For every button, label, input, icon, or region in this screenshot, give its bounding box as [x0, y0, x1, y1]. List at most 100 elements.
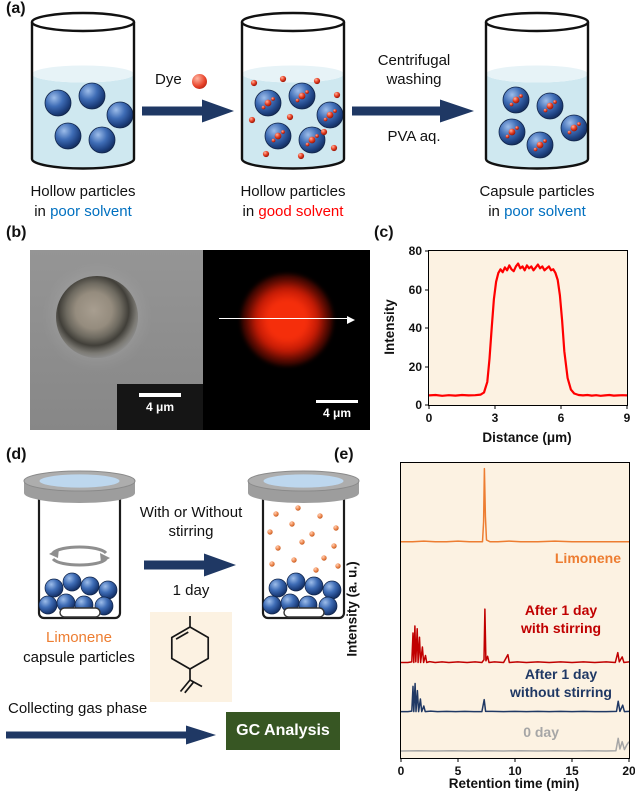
- stirring-line: stirring: [168, 522, 214, 540]
- scale-label: 4 μm: [322, 406, 352, 420]
- scale-bar: [316, 399, 358, 403]
- beaker-caption-3: Capsule particles in poor solvent: [462, 182, 612, 222]
- capsule-particles-word: capsule particles: [23, 648, 135, 666]
- x-tick-mark: [628, 758, 630, 762]
- x-tick-0: 0: [425, 411, 433, 425]
- panel-e-label: (e): [334, 446, 354, 463]
- collect-gas-label: Collecting gas phase: [8, 700, 148, 717]
- trace-label-limonene: Limonene: [554, 550, 621, 566]
- beaker-hollow-poor-solvent: [30, 11, 136, 170]
- beaker-rim: [240, 11, 346, 33]
- y-tick-mark: [425, 404, 429, 406]
- beaker-rim: [30, 11, 136, 33]
- beaker-caption-1: Hollow particles in poor solvent: [8, 182, 158, 222]
- stir-bar: [59, 607, 101, 618]
- panel-a-label: (a): [6, 0, 26, 17]
- scale-bar: [139, 393, 181, 397]
- y-tick-40: 40: [408, 321, 422, 335]
- gc-chromatogram-chart: Intensity (a. u.) Limonene After 1 day w…: [344, 458, 635, 792]
- y-tick-mark: [425, 327, 429, 329]
- caption-line2: in good solvent: [242, 202, 344, 220]
- vial-released-gas: [247, 470, 360, 620]
- liquid-surface: [242, 65, 344, 83]
- c-x-axis-label: Distance (μm): [482, 430, 572, 445]
- arrow-head-icon: [347, 316, 355, 324]
- brightfield-inset: 4 μm: [117, 384, 203, 430]
- y-tick-mark: [425, 289, 429, 290]
- trace-after-1-day-with-stirring: [401, 608, 629, 664]
- scale-label: 4 μm: [145, 399, 175, 414]
- beaker-hollow-good-solvent: [240, 11, 346, 170]
- dye-addition-arrow: [142, 99, 234, 123]
- beaker-outline: [484, 22, 590, 170]
- trace-label-with-stirring: After 1 day with stirring: [520, 602, 602, 637]
- caption-line2: in poor solvent: [488, 202, 586, 220]
- x-tick-15: 15: [565, 764, 579, 778]
- centrifugal-washing-label: Centrifugal washing: [344, 52, 484, 90]
- trace-label-0day: 0 day: [523, 724, 559, 740]
- caption-line1: Hollow particles: [30, 183, 136, 200]
- panel-d-label: (d): [6, 446, 27, 463]
- x-tick-mark: [428, 405, 430, 409]
- x-tick-6: 6: [557, 411, 565, 425]
- dye-particle-icon: [192, 74, 207, 89]
- liquid-surface: [32, 65, 134, 83]
- e-plot-svg: [401, 467, 629, 752]
- line-scan-arrow: [219, 316, 355, 324]
- beaker-outline: [30, 22, 136, 170]
- stirring-arrows-icon: [49, 545, 110, 567]
- y-tick-mark: [425, 366, 429, 367]
- stirring-condition-label: With or Without stirring: [128, 504, 254, 542]
- x-tick-9: 9: [623, 411, 631, 425]
- caption-line2: in poor solvent: [34, 202, 132, 220]
- y-tick-mark: [425, 250, 429, 252]
- with-or-without-line: With or Without: [139, 504, 243, 521]
- x-tick-mark: [400, 758, 402, 762]
- dye-label: Dye: [155, 71, 182, 88]
- liquid-surface: [486, 65, 588, 83]
- y-tick-80: 80: [408, 244, 422, 258]
- e-x-axis-label: Retention time (min): [448, 776, 580, 791]
- fluorescent-particle: [241, 274, 333, 366]
- y-tick-60: 60: [408, 282, 422, 297]
- x-tick-mark: [626, 405, 628, 409]
- scale-bar-group: 4 μm: [314, 399, 360, 420]
- beaker-capsule-poor-solvent: [484, 11, 590, 170]
- y-tick-0: 0: [415, 398, 422, 412]
- vial-cap: [23, 470, 136, 503]
- gc-analysis-box: GC Analysis: [226, 712, 340, 750]
- jar-caption: Limonene capsule particles: [4, 628, 154, 668]
- x-tick-10: 10: [508, 764, 522, 778]
- c-y-axis-label: Intensity: [382, 299, 397, 355]
- x-tick-20: 20: [622, 764, 635, 778]
- trace-fluorescence-line-profile: [429, 262, 627, 397]
- x-tick-mark: [571, 758, 573, 762]
- collect-arrow: [6, 725, 216, 745]
- panel-b-label: (b): [6, 224, 27, 241]
- limonene-word: Limonene: [46, 629, 112, 646]
- e-y-axis-label: Intensity (a. u.): [344, 561, 360, 657]
- beaker-outline: [240, 22, 346, 170]
- particle-brightfield: [56, 276, 138, 358]
- trace-0-day: [401, 737, 629, 752]
- x-tick-mark: [494, 405, 496, 409]
- washing-arrow: [352, 99, 474, 123]
- duration-label: 1 day: [172, 582, 210, 599]
- panel-c-label: (c): [374, 224, 394, 241]
- y-tick-20: 20: [408, 359, 422, 374]
- x-tick-mark: [514, 758, 516, 762]
- beaker-caption-2: Hollow particles in good solvent: [218, 182, 368, 222]
- fluorescence-image: 4 μm: [203, 250, 370, 430]
- brightfield-image: 4 μm: [30, 250, 203, 430]
- caption-line1: Hollow particles: [240, 183, 346, 200]
- caption-line1: Capsule particles: [479, 183, 595, 200]
- stir-bar: [283, 607, 325, 618]
- pva-label: PVA aq.: [387, 128, 441, 145]
- centrifugal-line: Centrifugal: [377, 52, 451, 69]
- vial-with-stirring: [23, 470, 136, 620]
- limonene-structure: [150, 612, 232, 702]
- washing-line: washing: [386, 70, 442, 88]
